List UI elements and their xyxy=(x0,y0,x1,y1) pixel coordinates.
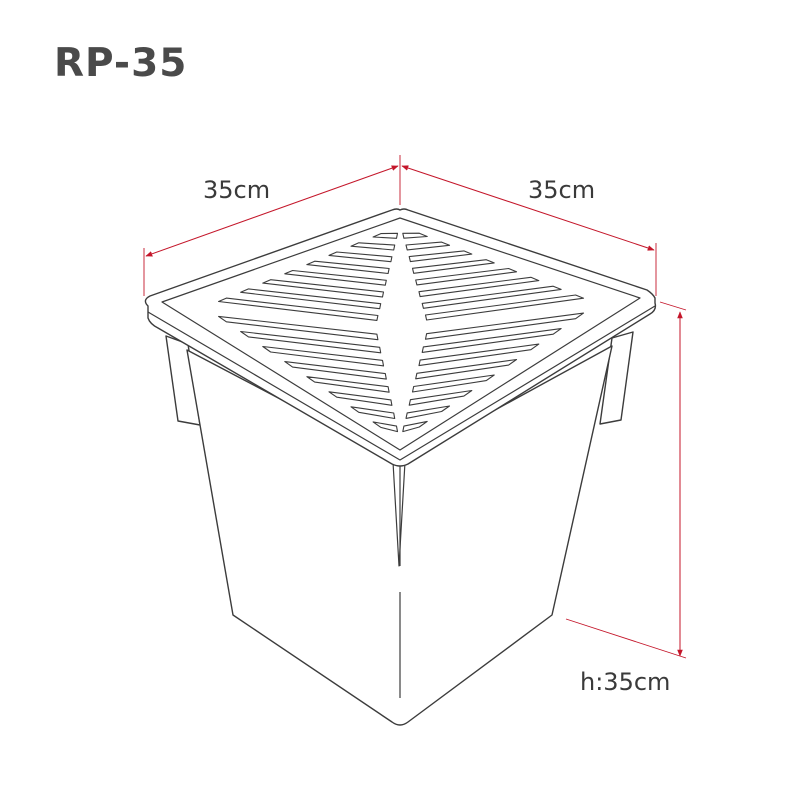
grate-inner-rim xyxy=(161,217,641,451)
basin-body xyxy=(165,331,634,726)
width-label: 35cm xyxy=(203,176,270,204)
depth-dimension-line xyxy=(401,165,655,251)
grate-slot-nw-8 xyxy=(218,297,379,321)
grate-slot-ne-6 xyxy=(418,276,540,298)
grate-slot-nw-6 xyxy=(262,279,385,298)
grate-slot-sw-1 xyxy=(372,421,399,433)
grate-slot-ne-4 xyxy=(411,259,495,274)
width-dimension-line xyxy=(145,165,399,257)
grate-slot-se-3 xyxy=(408,389,473,406)
grate-slot-ne-8 xyxy=(424,294,585,321)
height-extension-bottom xyxy=(565,618,687,659)
grate-slot-se-7 xyxy=(421,328,562,353)
grate-slot-nw-4 xyxy=(306,260,390,275)
grate-slot-ne-3 xyxy=(408,250,473,263)
grate-slot-nw-7 xyxy=(240,288,382,310)
depth-label: 35cm xyxy=(528,176,595,204)
grate xyxy=(144,208,657,467)
grate-slot-sw-2 xyxy=(350,406,396,420)
dimension-depth: 35cm xyxy=(401,165,657,296)
grate-slot-sw-8 xyxy=(218,315,379,341)
grate-slot-sw-5 xyxy=(284,361,387,380)
right-side-tab xyxy=(599,331,634,425)
height-label: h:35cm xyxy=(580,668,670,696)
grate-slot-nw-5 xyxy=(284,269,387,286)
grate-slot-se-6 xyxy=(418,343,540,367)
grate-side-band xyxy=(147,305,656,461)
grate-outer-rim xyxy=(144,208,657,467)
grate-slot-se-4 xyxy=(411,374,495,393)
grate-slot-sw-3 xyxy=(328,391,393,406)
height-extension-top xyxy=(659,301,687,311)
grate-slot-ne-7 xyxy=(421,285,562,309)
grate-slot-se-1 xyxy=(402,420,428,433)
dimension-width: 35cm xyxy=(143,155,401,296)
grate-slot-sw-6 xyxy=(262,345,385,367)
front-corner-rib xyxy=(392,461,406,567)
grate-slot-se-5 xyxy=(415,358,518,380)
product-model-title: RP-35 xyxy=(54,41,188,86)
grate-slot-sw-7 xyxy=(240,330,382,354)
grate-slot-se-8 xyxy=(424,312,585,340)
grate-slot-se-2 xyxy=(405,405,451,419)
dimension-height: h:35cm xyxy=(565,301,687,696)
grate-slot-ne-5 xyxy=(415,267,518,286)
grate-slot-sw-4 xyxy=(306,376,390,393)
grate-slots xyxy=(218,232,585,433)
